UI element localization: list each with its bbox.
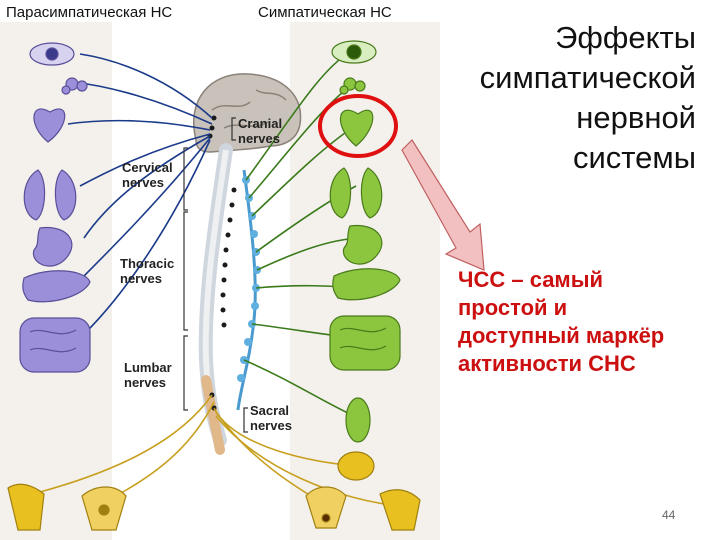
heart-icon [339,109,374,147]
penis-icon-left [7,483,45,531]
parasympathetic-organs [19,42,91,373]
page-number: 44 [662,508,676,522]
liver-icon [332,268,401,301]
title-line-3: нервной [576,100,696,135]
sacral-organs [7,451,421,531]
sympathetic-header: Симпатическая НС [258,4,392,21]
callout-line-2: простой и [458,295,568,320]
region-brackets [183,117,248,433]
cervical-label-2: nerves [122,175,164,190]
slide-title: Эффекты симпатической нервной системы [436,18,696,178]
liver-icon [22,270,91,303]
lungs-icon [23,169,77,221]
kidney-icon [345,397,371,443]
bladder-icon [337,451,375,481]
lumbar-label: Lumbar [124,360,172,375]
nervous-system-diagram: Cranial nerves Cervical nerves Thoracic … [0,22,440,540]
intestines-icon [19,317,91,373]
heart-highlight-circle [318,94,398,158]
cranial-label: Cranial [238,116,282,131]
title-line-2: симпатической [479,60,696,95]
parasympathetic-header: Парасимпатическая НС [6,4,173,21]
sympathetic-organs [329,40,401,443]
title-line-4: системы [572,140,696,175]
thoracic-label-2: nerves [120,271,162,286]
intestines-icon [329,315,401,371]
parasympathetic-nerves [67,53,213,339]
eye-icon [331,40,377,64]
thoracic-label: Thoracic [120,256,174,271]
callout-line-1: ЧСС – самый [458,267,604,292]
title-line-1: Эффекты [555,20,696,55]
cervical-label: Cervical [122,160,173,175]
heart-icon [33,108,66,143]
penis-icon-right [379,489,421,531]
cranial-label-2: nerves [238,131,280,146]
uterus-icon-right [305,486,347,529]
sacral-label: Sacral [250,403,289,418]
lungs-icon [329,167,383,219]
salivary-gland-icon [61,77,88,95]
eye-icon [29,42,75,66]
callout-line-3: доступный маркёр [458,323,665,348]
stomach-icon [342,224,383,265]
spinal-column [198,143,261,455]
hr-callout: ЧСС – самый простой и доступный маркёр а… [458,266,708,378]
sacral-label-2: nerves [250,418,292,433]
callout-line-4: активности СНС [458,351,636,376]
brain-icon [193,73,302,153]
nerve-dots [207,115,237,411]
stomach-icon [32,226,73,267]
salivary-gland-icon [339,77,366,95]
uterus-icon-left [81,486,127,531]
lumbar-label-2: nerves [124,375,166,390]
